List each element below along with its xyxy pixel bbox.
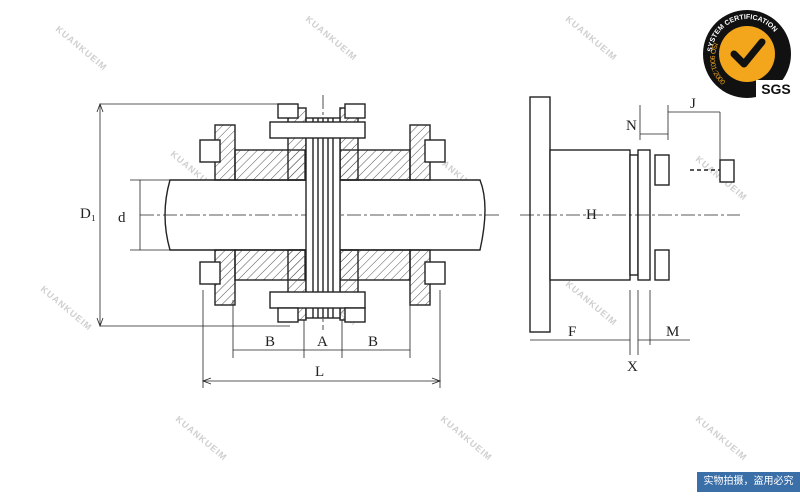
watermark: KUANKUEIM — [439, 414, 494, 463]
label-J: J — [690, 96, 696, 112]
coupling-side-view — [520, 96, 740, 355]
check-icon — [730, 38, 766, 68]
label-A: A — [317, 334, 328, 350]
label-N: N — [626, 118, 637, 134]
label-B-left: B — [265, 334, 275, 350]
watermark: KUANKUEIM — [694, 414, 749, 463]
sgs-certification-badge: SYSTEM CERTIFICATION ISO 9001:2000 SGS — [694, 2, 800, 106]
watermark: KUANKUEIM — [564, 279, 619, 328]
badge-brand: SGS — [761, 81, 791, 97]
coupling-section-view — [96, 95, 500, 388]
check-circle-icon — [719, 26, 775, 82]
label-X: X — [627, 359, 638, 375]
watermark: KUANKUEIM — [304, 14, 359, 63]
label-L: L — [315, 364, 324, 380]
label-H: H — [586, 207, 597, 223]
watermark: KUANKUEIM — [54, 24, 109, 73]
watermark: KUANKUEIM — [564, 14, 619, 63]
copyright-banner: 实物拍摄，盗用必究 — [697, 472, 800, 492]
label-B-right: B — [368, 334, 378, 350]
label-D1: D₁ — [80, 206, 96, 222]
label-d: d — [118, 210, 126, 226]
label-F: F — [568, 324, 576, 340]
watermark: KUANKUEIM — [174, 414, 229, 463]
watermark: KUANKUEIM — [39, 284, 94, 333]
label-M: M — [666, 324, 679, 340]
